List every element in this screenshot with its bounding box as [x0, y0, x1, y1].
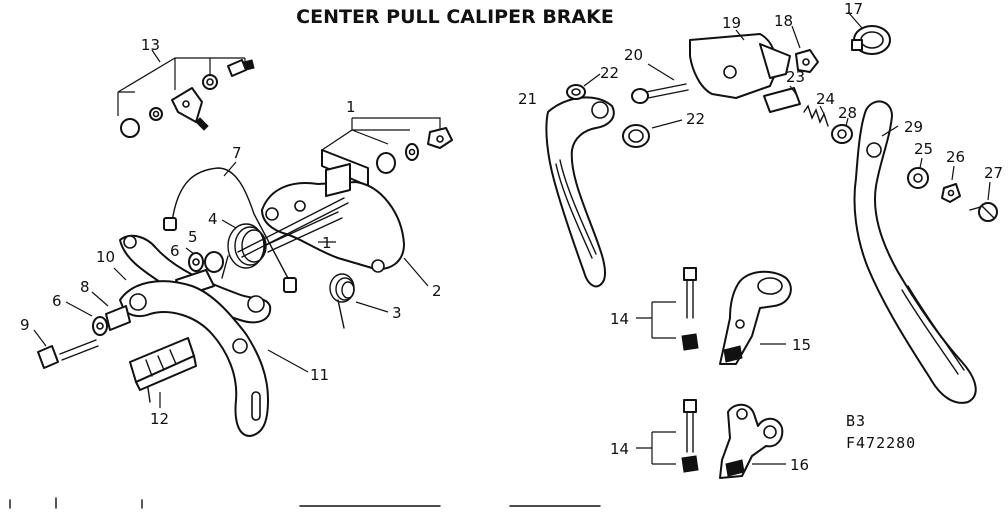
label-14-lower: 14 [610, 440, 629, 458]
part-5-6-bushings [188, 251, 224, 273]
label-17: 17 [844, 0, 863, 18]
part-19-lever-body [689, 29, 791, 99]
label-6-upper: 6 [170, 242, 180, 260]
part-13-pad-hardware [117, 57, 255, 138]
label-19: 19 [722, 14, 741, 32]
part-17-clamp-band [847, 11, 891, 55]
label-13: 13 [141, 36, 160, 54]
label-20: 20 [624, 46, 643, 64]
label-22-upper: 22 [600, 64, 619, 82]
label-12: 12 [150, 410, 169, 428]
part-number-labels: 13 1 7 4 5 6 1 10 2 8 6 3 9 11 12 17 18 … [20, 0, 1003, 474]
part-21-brake-lever [545, 96, 615, 288]
part-14-screw-nut-upper [636, 267, 699, 351]
diagram-title: CENTER PULL CALIPER BRAKE [296, 6, 614, 28]
label-26: 26 [946, 148, 965, 166]
label-29: 29 [904, 118, 923, 136]
part-1-nut-washer-set [321, 117, 453, 187]
part-16-bracket [719, 403, 786, 479]
part-15-cable-stop [719, 270, 792, 365]
figure-code-line-1: B3 [846, 412, 866, 430]
part-7-straddle-cable [163, 161, 297, 293]
part-3-spring [329, 273, 389, 329]
label-18: 18 [774, 12, 793, 30]
label-25: 25 [914, 140, 933, 158]
label-22-lower: 22 [686, 110, 705, 128]
label-23: 23 [786, 68, 805, 86]
label-10: 10 [96, 248, 115, 266]
label-28: 28 [838, 104, 857, 122]
part-12-brake-shoe [129, 337, 197, 408]
part-14-screw-nut-lower [636, 399, 699, 473]
label-9: 9 [20, 316, 30, 334]
label-21: 21 [518, 90, 537, 108]
figure-code-line-2: F472280 [846, 434, 916, 452]
part-20-pivot-bolt [631, 63, 689, 104]
part-18-adjuster-nut [791, 25, 819, 73]
label-16: 16 [790, 456, 809, 474]
part-6-8-9-bolt-stack [33, 291, 131, 369]
label-11: 11 [310, 366, 329, 384]
label-27: 27 [984, 164, 1003, 182]
part-11-brake-arm [119, 280, 309, 437]
label-3: 3 [392, 304, 402, 322]
label-4: 4 [208, 210, 218, 228]
label-6-lower: 6 [52, 292, 62, 310]
left-leader-lines [113, 49, 429, 287]
label-5: 5 [188, 228, 198, 246]
part-28-bushing [831, 117, 853, 144]
label-2: 2 [432, 282, 442, 300]
part-22-bushings [566, 73, 683, 148]
label-14-upper: 14 [610, 310, 629, 328]
part-29-lever [853, 100, 977, 404]
part-2-caliper-bridge [261, 163, 405, 273]
label-7: 7 [232, 144, 242, 162]
part-25-26-27-fasteners [907, 157, 998, 222]
bottom-edge-marks [9, 497, 601, 509]
label-1-bolt: 1 [322, 234, 332, 252]
label-15: 15 [792, 336, 811, 354]
label-24: 24 [816, 90, 835, 108]
part-1-pivot-bolt [237, 197, 349, 258]
label-1-top: 1 [346, 98, 356, 116]
label-8: 8 [80, 278, 90, 296]
part-23-24-barrel-spring [763, 85, 829, 127]
